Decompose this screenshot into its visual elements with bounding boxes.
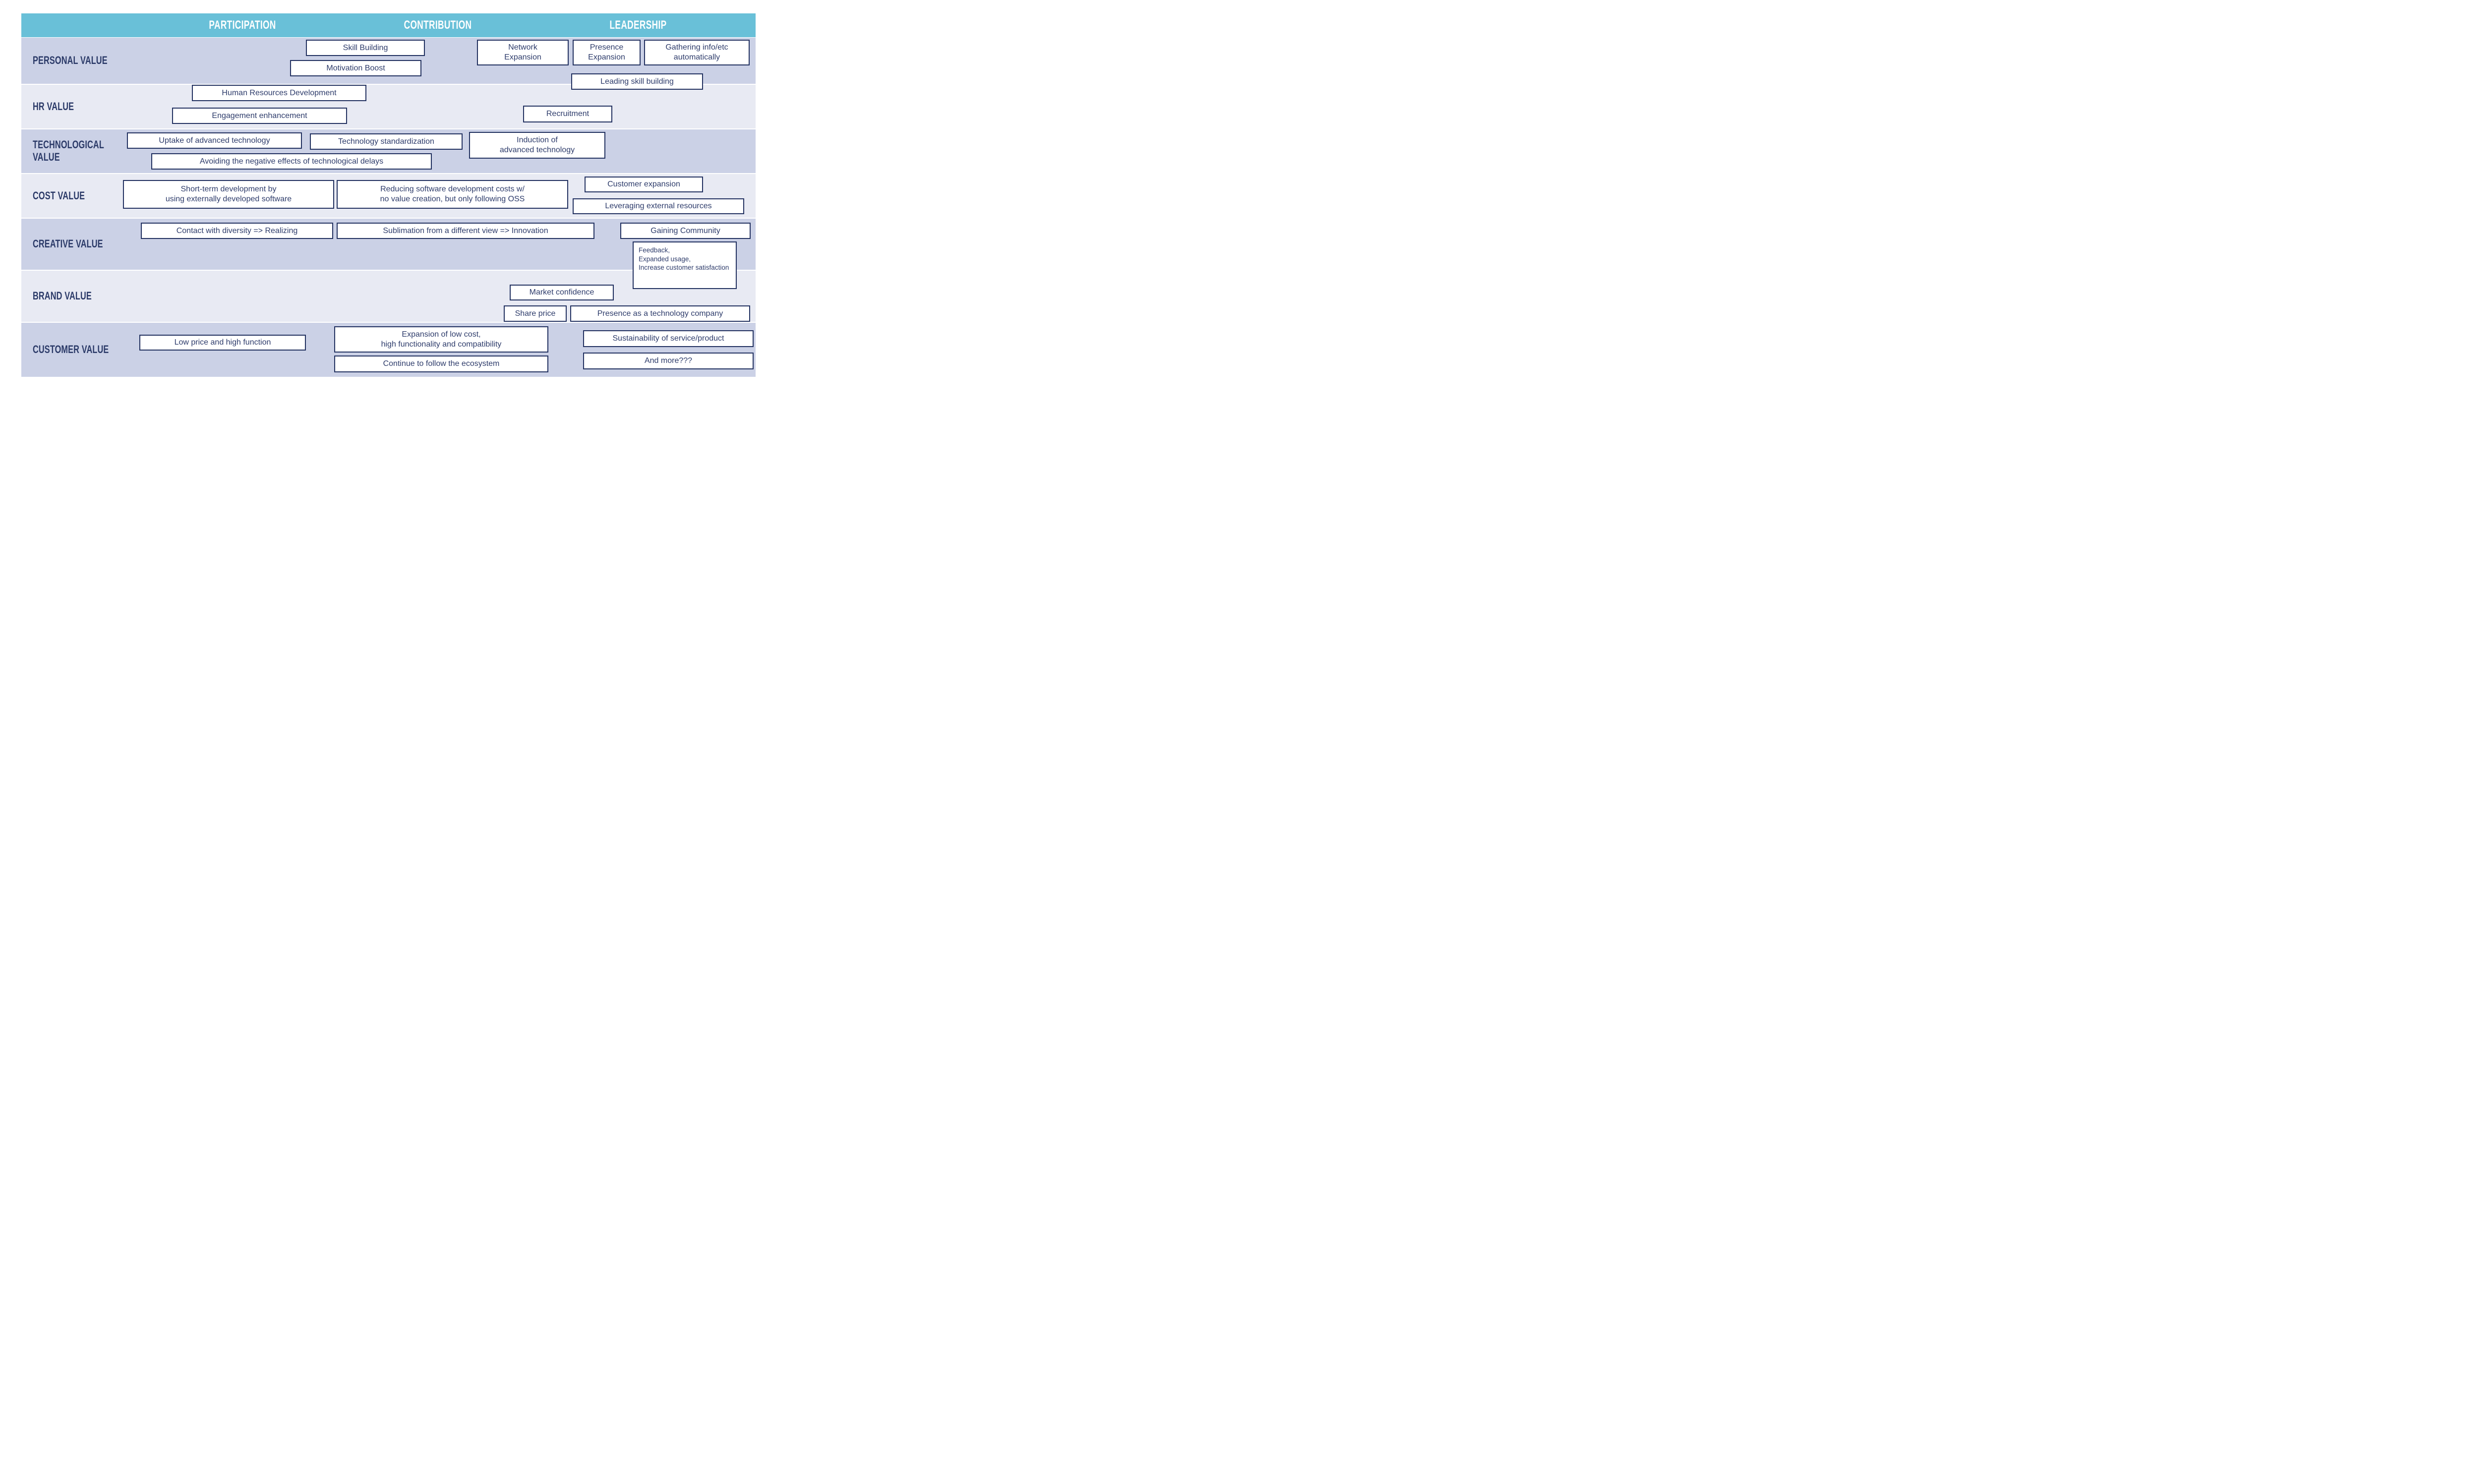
box-expansion-low-cost: Expansion of low cost, high functionalit… [334, 326, 548, 353]
box-presence-as-technology-company: Presence as a technology company [570, 305, 750, 322]
box-and-more: And more??? [583, 353, 754, 369]
box-market-confidence: Market confidence [510, 285, 614, 300]
box-short-term-development: Short-term development by using external… [123, 180, 334, 209]
box-customer-expansion: Customer expansion [585, 177, 703, 192]
box-avoiding-technological-delays: Avoiding the negative effects of technol… [151, 153, 432, 170]
row-label-technological-value: TECHNOLOGICAL VALUE [33, 138, 104, 163]
box-sustainability-service-product: Sustainability of service/product [583, 330, 754, 347]
value-matrix-diagram: PARTICIPATION CONTRIBUTION LEADERSHIP PE… [0, 0, 777, 395]
box-leveraging-external-resources: Leveraging external resources [573, 198, 744, 214]
box-share-price: Share price [504, 305, 567, 322]
box-human-resources-development: Human Resources Development [192, 85, 366, 101]
box-induction-advanced-technology: Induction of advanced technology [469, 132, 605, 159]
row-label-personal-value: PERSONAL VALUE [33, 54, 108, 67]
box-reducing-development-costs: Reducing software development costs w/ n… [337, 180, 568, 209]
row-label-creative-value: CREATIVE VALUE [33, 237, 103, 250]
box-leading-skill-building: Leading skill building [571, 73, 703, 90]
column-header-participation: PARTICIPATION [209, 18, 276, 32]
box-gathering-info-automatically: Gathering info/etc automatically [644, 40, 750, 65]
row-label-cost-value: COST VALUE [33, 189, 85, 202]
box-low-price-high-function: Low price and high function [139, 335, 306, 351]
box-engagement-enhancement: Engagement enhancement [172, 108, 347, 124]
box-continue-follow-ecosystem: Continue to follow the ecosystem [334, 356, 548, 372]
row-label-hr-value: HR VALUE [33, 100, 74, 113]
box-technology-standardization: Technology standardization [310, 133, 463, 150]
box-gaining-community: Gaining Community [620, 223, 751, 239]
box-presence-expansion: Presence Expansion [573, 40, 641, 65]
box-sublimation-innovation: Sublimation from a different view => Inn… [337, 223, 594, 239]
box-uptake-advanced-technology: Uptake of advanced technology [127, 132, 302, 149]
column-header-bar: PARTICIPATION CONTRIBUTION LEADERSHIP [21, 13, 756, 37]
row-label-customer-value: CUSTOMER VALUE [33, 343, 109, 356]
column-header-contribution: CONTRIBUTION [404, 18, 472, 32]
box-feedback-expanded-usage: Feedback, Expanded usage, Increase custo… [633, 241, 737, 289]
box-skill-building: Skill Building [306, 40, 425, 56]
box-contact-with-diversity: Contact with diversity => Realizing [141, 223, 333, 239]
box-motivation-boost: Motivation Boost [290, 60, 421, 76]
column-header-leadership: LEADERSHIP [609, 18, 667, 32]
row-label-brand-value: BRAND VALUE [33, 290, 92, 302]
box-network-expansion: Network Expansion [477, 40, 569, 65]
box-recruitment: Recruitment [523, 106, 612, 122]
row-hr-value: HR VALUE [21, 85, 756, 128]
